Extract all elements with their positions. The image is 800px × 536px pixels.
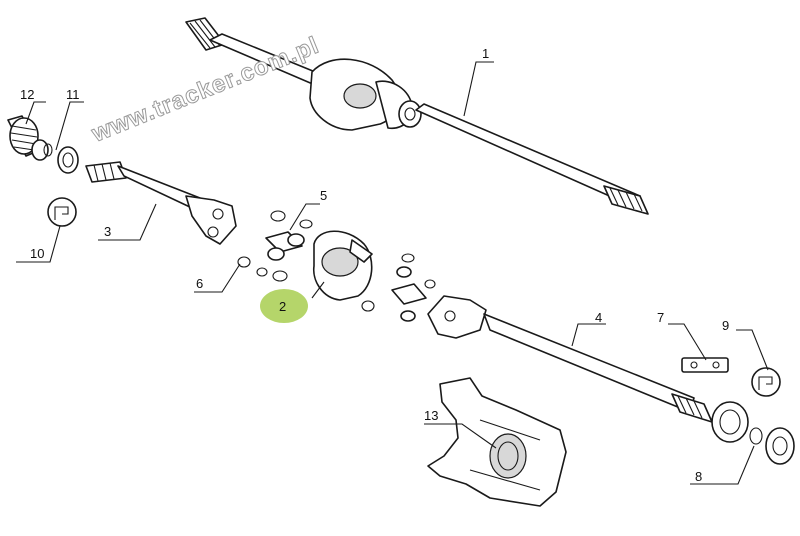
seal-ring-11 xyxy=(43,143,79,174)
spider-cross-5 xyxy=(265,210,313,282)
callout-5: 5 xyxy=(320,188,327,203)
callout-3: 3 xyxy=(104,224,111,239)
circlip-8 xyxy=(749,427,763,445)
callout-1: 1 xyxy=(482,46,489,61)
output-shaft-4 xyxy=(427,295,713,423)
circlip-6 xyxy=(237,256,268,277)
callout-13: 13 xyxy=(424,408,438,423)
callout-10: 10 xyxy=(30,246,44,261)
callout-8: 8 xyxy=(695,469,702,484)
callout-2: 2 xyxy=(279,299,286,314)
nut-symbol-10 xyxy=(47,197,77,227)
double-yoke-2 xyxy=(313,230,373,301)
callout-6: 6 xyxy=(196,276,203,291)
leader-lines xyxy=(16,61,769,485)
spider-cross-secondary xyxy=(361,253,436,322)
input-shaft-3 xyxy=(85,161,237,245)
seal-9 xyxy=(751,367,795,465)
axle-housing-13 xyxy=(427,377,567,507)
callout-7: 7 xyxy=(657,310,664,325)
callout-11: 11 xyxy=(66,87,80,102)
callout-12: 12 xyxy=(20,87,34,102)
callout-9: 9 xyxy=(722,318,729,333)
bearing-7 xyxy=(681,357,749,443)
part-2-highlight-badge xyxy=(260,289,308,323)
callout-4: 4 xyxy=(595,310,602,325)
axle-shaft-assembly-1 xyxy=(185,17,649,215)
callout-labels: 1 2 3 4 5 6 7 8 9 10 11 12 13 xyxy=(20,46,729,484)
gear-12 xyxy=(7,115,49,161)
